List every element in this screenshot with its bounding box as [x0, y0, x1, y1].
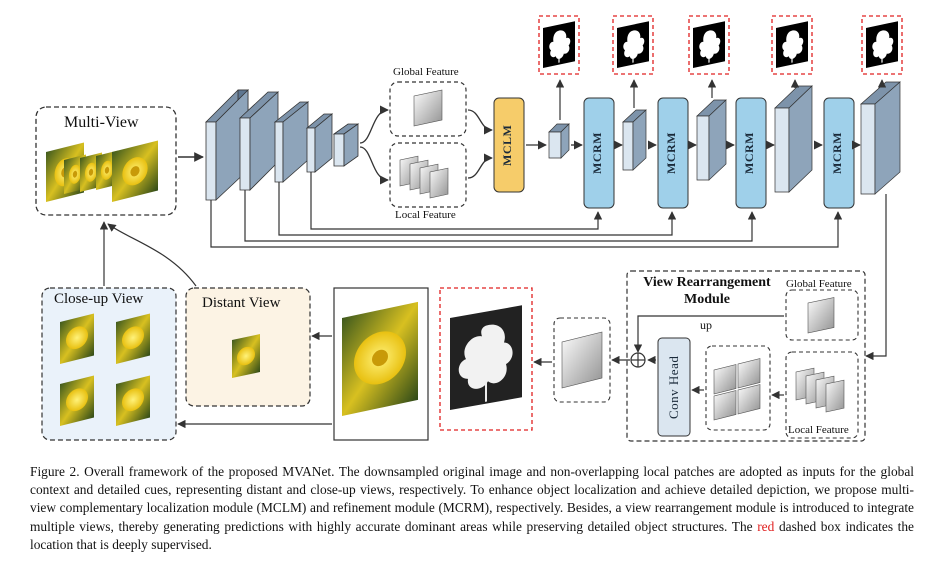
conv-head-label: Conv Head: [666, 355, 681, 419]
vrm-global-feature-label: Global Feature: [786, 278, 852, 290]
vrm-local-feature-stack: [795, 367, 845, 413]
conv-head-block: [657, 337, 691, 437]
supervision-mask-5: [861, 15, 903, 75]
mcrm-label-3: MCRM: [742, 132, 756, 174]
caption-red-word: red: [757, 518, 775, 534]
mcrm-label-1: MCRM: [590, 132, 604, 174]
caption-suffix: dashed box indicates the location that i…: [30, 518, 915, 552]
figure-caption: Figure 2. Overall framework of the propo…: [30, 463, 914, 554]
vrm-local-feature-label: Local Feature: [788, 424, 849, 436]
supervision-mask-2: [612, 15, 654, 75]
global-feature-label: Global Feature: [393, 66, 459, 78]
mclm-block: [493, 97, 525, 193]
encoder-stage-2: [238, 91, 280, 191]
encoder-stage-4: [305, 113, 334, 173]
encoder-stage-5: [332, 123, 360, 167]
mclm-label: MCLM: [500, 124, 514, 166]
mcrm-block-1: [583, 97, 615, 209]
decoder-feature-4: [860, 81, 901, 195]
mcrm-block-2: [657, 97, 689, 209]
decoder-feature-2: [696, 99, 727, 181]
mcrm-block-4: [823, 97, 855, 209]
mcrm-label-4: MCRM: [830, 132, 844, 174]
multi-view-title: Multi-View: [64, 114, 139, 131]
vrm-title-line1: View Rearrangement: [643, 275, 771, 290]
skip-connections: [210, 172, 843, 248]
decoder-feature-0: [548, 123, 570, 159]
decoder-feature-1: [622, 109, 647, 171]
encoder-stage-3: [273, 101, 310, 183]
vrm-title-line2: Module: [684, 292, 730, 307]
mvanet-framework-diagram: [35, 15, 903, 442]
mcrm-block-3: [735, 97, 767, 209]
closeup-patches: [60, 313, 150, 426]
supervision-mask-1: [538, 15, 580, 75]
final-prediction-mask: [439, 287, 533, 431]
mcrm-label-2: MCRM: [664, 132, 678, 174]
local-feature-label: Local Feature: [395, 209, 456, 221]
local-feature-stack: [399, 155, 449, 199]
supervision-mask-3: [688, 15, 730, 75]
closeup-view-title: Close-up View: [54, 291, 144, 307]
supervision-mask-4: [771, 15, 813, 75]
distant-view-title: Distant View: [202, 295, 281, 311]
caption-text: Figure 2. Overall framework of the propo…: [30, 464, 914, 534]
add-operator-icon: [630, 352, 646, 368]
up-label: up: [700, 318, 712, 332]
decoder-feature-3: [774, 85, 813, 193]
